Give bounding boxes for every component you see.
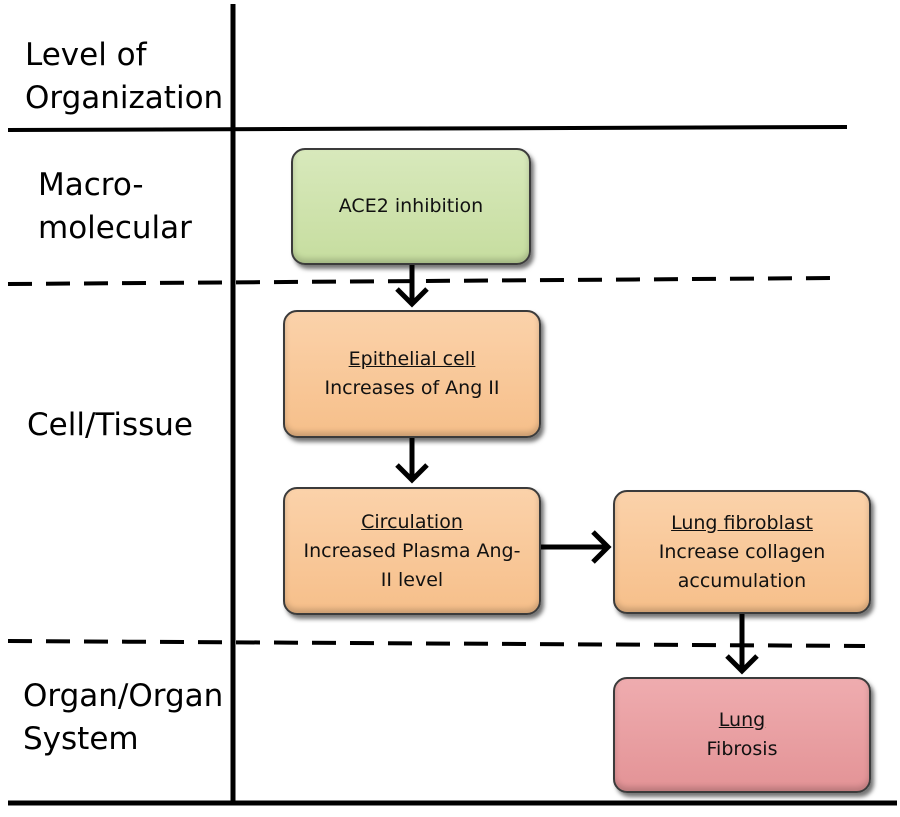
ace2-inhibition-text: ACE2 inhibition <box>338 195 484 217</box>
ace2-inhibition-box: ACE2 inhibition <box>291 148 531 265</box>
header-separator <box>7 125 848 132</box>
arrow-fibroblast-to-lung <box>725 614 759 675</box>
level-cell-tissue-line-1: Cell/Tissue <box>27 407 194 443</box>
level-cell-tissue-label: Cell/Tissue <box>27 404 193 447</box>
level-header-line-1: Level of <box>25 37 147 73</box>
level-separator-1 <box>7 276 836 286</box>
epithelial-cell-box: Epithelial cell Increases of Ang II <box>283 310 541 438</box>
arrow-ace2-to-epithelial <box>395 265 429 308</box>
epithelial-cell-text: Increases of Ang II <box>324 377 500 399</box>
circulation-text-line-1: Increased Plasma Ang- <box>303 539 521 562</box>
arrow-circulation-to-fibroblast <box>541 530 612 564</box>
lung-fibroblast-text-line-1: Increase collagen <box>658 540 826 563</box>
level-organ-line-1: Organ/Organ <box>23 678 224 714</box>
epithelial-cell-heading: Epithelial cell <box>348 348 476 370</box>
circulation-text-line-2: II level <box>380 568 444 591</box>
circulation-heading: Circulation <box>361 510 463 533</box>
level-macromolecular-line-1: Macro- <box>38 167 144 203</box>
circulation-box: Circulation Increased Plasma Ang- II lev… <box>283 487 541 615</box>
level-separator-2 <box>7 639 866 648</box>
level-organ-line-2: System <box>23 721 139 757</box>
lung-fibroblast-box: Lung fibroblast Increase collagen accumu… <box>613 490 871 614</box>
arrow-epithelial-to-circulation <box>395 438 429 484</box>
level-macromolecular-line-2: molecular <box>38 210 192 246</box>
lung-fibrosis-heading: Lung <box>718 709 766 731</box>
level-macromolecular-label: Macro- molecular <box>38 164 192 250</box>
lung-fibrosis-text: Fibrosis <box>706 738 778 760</box>
lung-fibroblast-text-line-2: accumulation <box>677 569 807 592</box>
level-header-line-2: Organization <box>25 80 224 116</box>
lung-fibrosis-box: Lung Fibrosis <box>613 677 871 793</box>
lung-fibroblast-heading: Lung fibroblast <box>671 511 813 534</box>
level-header-label: Level of Organization <box>25 34 223 120</box>
level-organ-label: Organ/Organ System <box>23 675 223 761</box>
